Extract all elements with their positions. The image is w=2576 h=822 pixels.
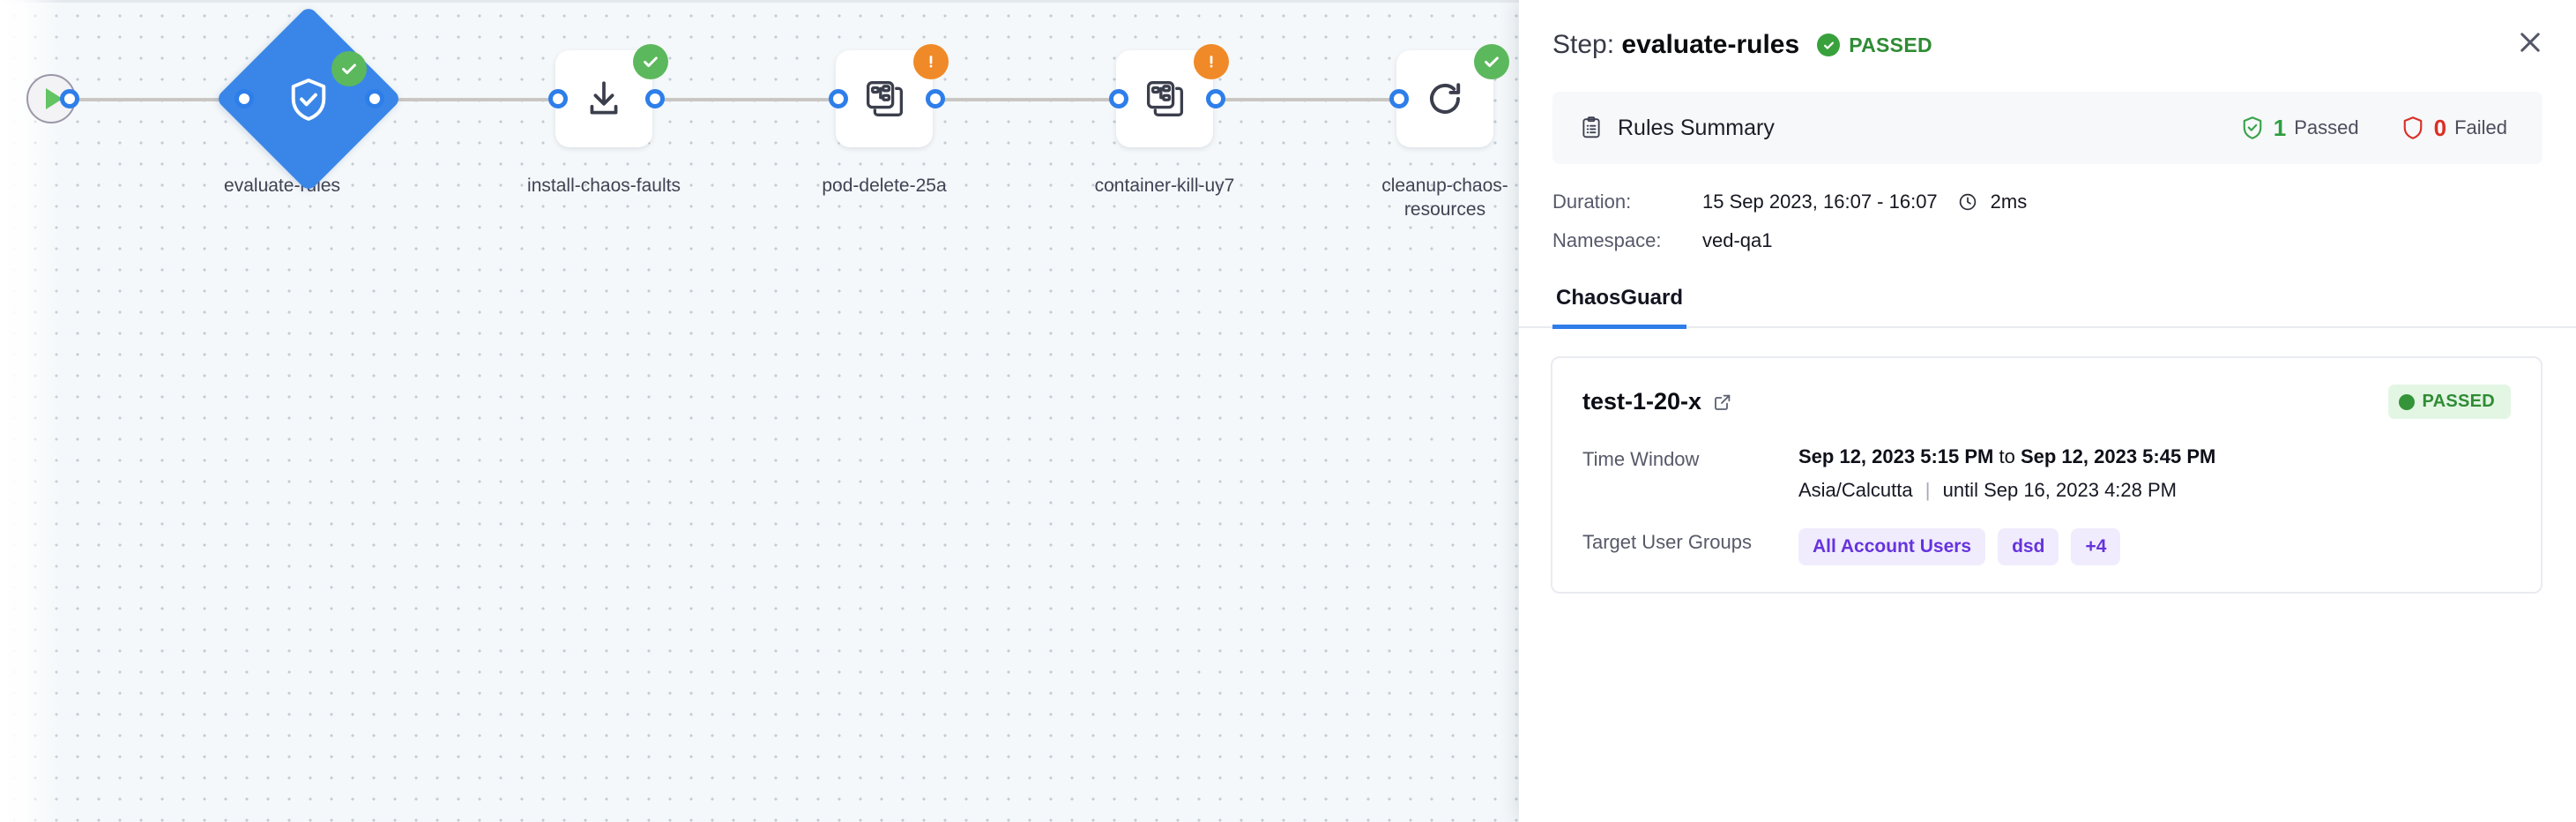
status-badge-label: PASSED [1849, 33, 1932, 56]
exclamation-icon [1210, 56, 1213, 68]
duration-row: Duration: 15 Sep 2023, 16:07 - 16:07 2ms [1552, 191, 2576, 213]
node-label-container-kill-uy7: container-kill-uy7 [1094, 176, 1235, 196]
download-icon [590, 81, 618, 115]
node-label-evaluate-rules: evaluate-rules [224, 176, 340, 196]
status-badge: PASSED [1817, 34, 1932, 57]
target-user-groups-label: Target User Groups [1582, 531, 1752, 553]
status-dot-icon [2399, 393, 2416, 410]
shield-check-icon [2243, 116, 2262, 139]
tab-chaosguard[interactable]: ChaosGuard [1552, 277, 1687, 329]
rules-failed-number: 0 [2433, 114, 2447, 141]
time-window-value: Sep 12, 2023 5:15 PM to Sep 12, 2023 5:4… [1798, 445, 2215, 468]
port-evaluate-rules-out[interactable] [365, 89, 384, 108]
timezone-value: Asia/Calcutta [1798, 479, 1913, 501]
namespace-label: Namespace: [1552, 229, 1662, 251]
target-user-group-chips: All Account Users dsd +4 [1798, 528, 2121, 565]
panel-title-prefix: Step: [1552, 30, 1615, 59]
time-window-label: Time Window [1582, 448, 1700, 470]
user-group-chip[interactable]: dsd [1998, 528, 2059, 565]
duration-label: Duration: [1552, 191, 1632, 213]
refresh-icon [1430, 83, 1461, 114]
target-user-groups-row: Target User Groups All Account Users dsd +… [1582, 528, 2511, 565]
canvas-top-divider [0, 0, 1519, 3]
step-meta: Duration: 15 Sep 2023, 16:07 - 16:07 2ms… [1552, 191, 2576, 252]
test-status-label: PASSED [2422, 392, 2495, 411]
external-link-icon[interactable] [1712, 392, 1733, 413]
node-label-install-chaos-faults: install-chaos-faults [527, 176, 681, 196]
chaos-fault-icon [1147, 81, 1184, 116]
rules-summary-title: Rules Summary [1618, 115, 1775, 140]
check-circle-icon [1817, 34, 1841, 56]
port-container-kill-in[interactable] [1109, 89, 1128, 108]
rules-failed-count: 0 Failed [2400, 115, 2507, 142]
node-label-cleanup-chaos-resources: cleanup-chaos-resources [1381, 176, 1508, 220]
panel-title-step-name: evaluate-rules [1621, 30, 1800, 59]
exclamation-icon [929, 56, 933, 68]
node-container-kill-uy7[interactable] [1116, 50, 1213, 147]
time-window-to: to [1999, 445, 2015, 467]
close-icon [2520, 33, 2540, 52]
clock-icon [1957, 191, 1978, 213]
port-container-kill-out[interactable] [1206, 89, 1225, 108]
node-status-badge-warning [913, 44, 949, 79]
rules-passed-label: Passed [2294, 116, 2359, 138]
test-card-header: test-1-20-x PASSED [1582, 385, 2511, 419]
rules-summary-card: Rules Summary 1 Passed 0 Failed [1552, 92, 2542, 164]
page-title: Step: evaluate-rules [1552, 30, 1799, 60]
port-pod-delete-out[interactable] [926, 89, 945, 108]
node-status-badge-success [1474, 44, 1509, 79]
rules-passed-count: 1 Passed [2239, 115, 2359, 142]
pipeline-canvas[interactable]: evaluate-rules install-chaos-faults [0, 0, 1519, 822]
edge-start-to-evaluate-rules [69, 98, 245, 101]
time-window-start: Sep 12, 2023 5:15 PM [1798, 445, 1994, 467]
node-status-badge-warning [1194, 44, 1229, 79]
chaosguard-test-card: test-1-20-x PASSED Time Window Sep 12, 2 [1551, 356, 2542, 594]
node-label-pod-delete-25a: pod-delete-25a [822, 176, 947, 196]
shield-check-icon [291, 78, 326, 121]
close-button[interactable] [2509, 21, 2551, 64]
port-install-in[interactable] [548, 89, 568, 108]
check-icon [644, 56, 658, 68]
rules-failed-label: Failed [2454, 116, 2507, 138]
test-name: test-1-20-x [1582, 388, 1702, 415]
test-status-badge: PASSED [2388, 385, 2511, 419]
time-window-timezone-row: Asia/Calcutta | until Sep 16, 2023 4:28 … [1798, 479, 2215, 502]
time-window-end: Sep 12, 2023 5:45 PM [2020, 445, 2216, 467]
edge-install-to-pod-delete [654, 98, 836, 101]
port-cleanup-in[interactable] [1389, 89, 1409, 108]
edge-pod-delete-to-container-kill [934, 98, 1116, 101]
user-group-chip[interactable]: All Account Users [1798, 528, 1986, 565]
duration-value: 15 Sep 2023, 16:07 - 16:07 [1702, 191, 1938, 213]
shield-icon [2403, 116, 2422, 139]
node-status-badge-success [633, 44, 668, 79]
panel-tabs: ChaosGuard [1519, 277, 2576, 329]
namespace-value: ved-qa1 [1702, 229, 1773, 251]
edge-evaluate-rules-to-install [372, 98, 555, 101]
edge-container-kill-to-cleanup [1215, 98, 1396, 101]
port-evaluate-rules-in[interactable] [235, 89, 254, 108]
time-window-row: Time Window Sep 12, 2023 5:15 PM to Sep … [1582, 445, 2511, 502]
port-start-out[interactable] [60, 89, 79, 108]
check-icon [1485, 56, 1499, 68]
port-install-out[interactable] [645, 89, 665, 108]
rules-passed-number: 1 [2273, 114, 2287, 141]
node-status-badge-success [331, 51, 367, 86]
clipboard-icon [1582, 116, 1600, 138]
namespace-row: Namespace: ved-qa1 [1552, 229, 2576, 252]
user-group-chip[interactable]: +4 [2071, 528, 2121, 565]
until-value: until Sep 16, 2023 4:28 PM [1942, 479, 2178, 501]
separator: | [1925, 479, 1931, 501]
duration-elapsed: 2ms [1990, 191, 2028, 213]
panel-header: Step: evaluate-rules PASSED [1519, 0, 2576, 60]
step-details-panel: Step: evaluate-rules PASSED [1519, 0, 2576, 822]
port-pod-delete-in[interactable] [829, 89, 848, 108]
check-icon [342, 64, 356, 75]
chaos-fault-icon [867, 81, 904, 116]
